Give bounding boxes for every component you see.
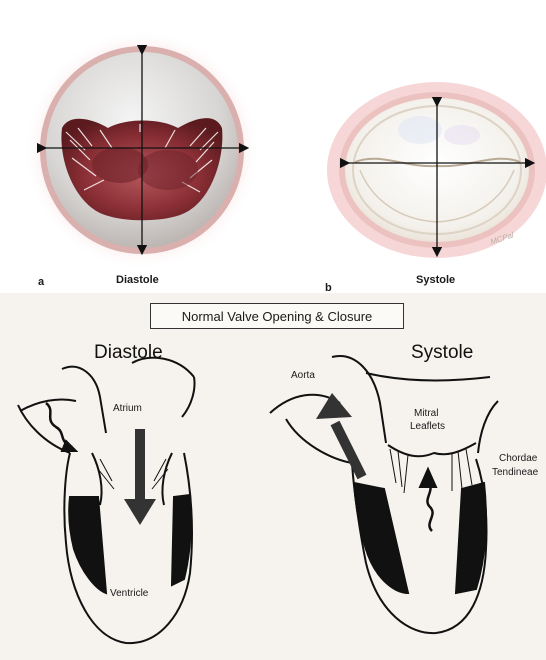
systole-valve-illustration bbox=[327, 82, 546, 258]
diastole-valve-illustration bbox=[24, 30, 260, 270]
systole-flow-arrowhead bbox=[316, 393, 352, 419]
diastole-caption: Diastole bbox=[116, 274, 159, 286]
valve-illustrations-svg bbox=[0, 0, 546, 292]
diastole-flow-arrowhead bbox=[124, 499, 156, 525]
schematic-title: Normal Valve Opening & Closure bbox=[150, 303, 404, 329]
mitral-leaflets-label-line2: Leaflets bbox=[410, 421, 445, 432]
chordae-label-line1: Chordae bbox=[499, 453, 537, 464]
diastole-heart-schematic bbox=[18, 358, 195, 643]
systole-heading: Systole bbox=[411, 342, 473, 364]
atrium-label: Atrium bbox=[113, 403, 142, 414]
schematic-panel: Normal Valve Opening & Closure Diastole … bbox=[0, 293, 546, 660]
mitral-leaflets-label-line1: Mitral bbox=[414, 408, 438, 419]
systole-flow-arrow bbox=[335, 423, 362, 477]
systole-heart-schematic bbox=[270, 356, 498, 633]
chordae-label-line2: Tendineae bbox=[492, 467, 538, 478]
aorta-label: Aorta bbox=[291, 370, 315, 381]
ventricle-label: Ventricle bbox=[110, 588, 148, 599]
diastole-heading: Diastole bbox=[94, 342, 163, 364]
systole-caption: Systole bbox=[416, 274, 455, 286]
figure-letter-a: a bbox=[38, 276, 44, 288]
valve-illustration-panel: a Diastole b Systole MCPal bbox=[0, 0, 546, 292]
